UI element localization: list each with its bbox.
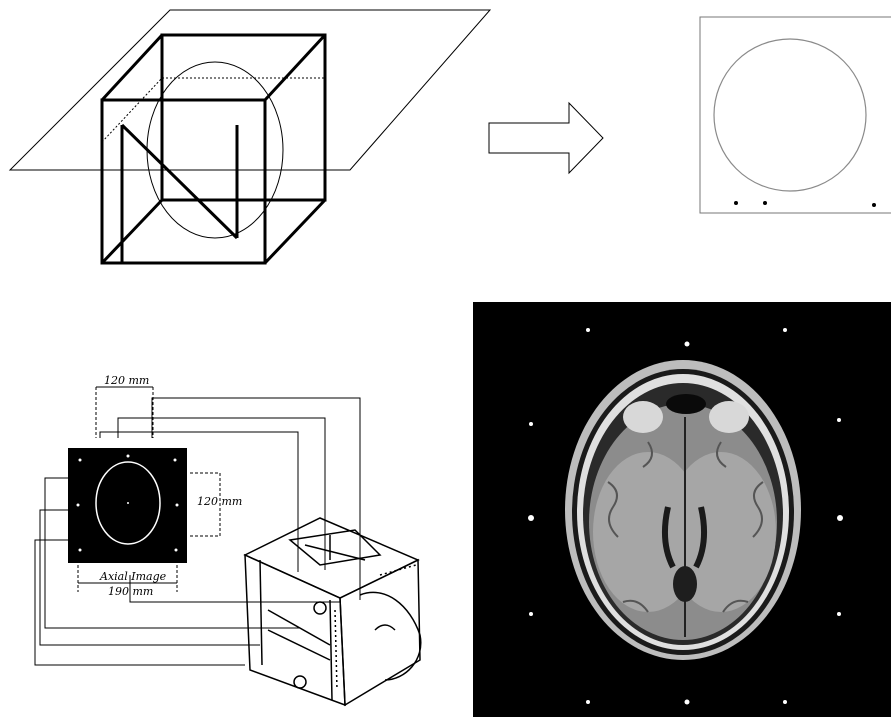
diagram-shape: [837, 612, 841, 616]
n-rod-diagonal: [122, 125, 237, 238]
right-arrow-icon: [489, 103, 603, 173]
orbit-right: [709, 401, 749, 433]
label-bottom-width: 190 mm: [108, 585, 153, 598]
diagram-shape: [783, 700, 787, 704]
axial-image-square: [68, 448, 187, 563]
fiducial-dot: [734, 201, 738, 205]
diagram-shape: [340, 560, 420, 705]
fiducial-dot: [872, 203, 876, 207]
stereotactic-frame-illustration: 120 mm 120 mm: [0, 360, 470, 717]
diagram-shape: [127, 455, 130, 458]
diagram-shape: [335, 610, 337, 690]
diagram-shape: [245, 518, 418, 598]
label-axial-image: Axial Image: [99, 570, 167, 583]
label-top-width: 120 mm: [104, 374, 149, 387]
diagram-shape: [685, 342, 690, 347]
diagram-shape: [666, 394, 706, 414]
diagram-shape: [529, 612, 533, 616]
diagram-shape: [586, 328, 590, 332]
localizer-cube-diagram: [0, 0, 500, 270]
diagram-shape: [294, 676, 306, 688]
slice-result-diagram: [690, 5, 891, 220]
fiducial-dot: [763, 201, 767, 205]
diagram-shape: [685, 700, 690, 705]
head-ellipse: [147, 62, 283, 238]
diagram-shape: [783, 328, 787, 332]
diagram-shape: [314, 602, 326, 614]
slice-circle: [714, 39, 866, 191]
diagram-shape: [265, 200, 325, 263]
slice-frame: [700, 17, 891, 213]
diagram-shape: [837, 418, 841, 422]
diagram-shape: [290, 530, 380, 565]
diagram-shape: [102, 35, 162, 100]
diagram-shape: [268, 630, 330, 660]
process-arrow: [480, 95, 610, 175]
diagram-shape: [529, 422, 533, 426]
label-right-height: 120 mm: [197, 495, 242, 508]
mri-axial-scan: [473, 302, 891, 717]
diagram-shape: [79, 459, 82, 462]
diagram-shape: [673, 566, 697, 602]
diagram-shape: [528, 515, 534, 521]
diagram-shape: [305, 545, 365, 560]
diagram-shape: [127, 502, 129, 504]
diagram-shape: [260, 560, 262, 665]
diagram-shape: [102, 200, 162, 263]
frame-body: [245, 518, 421, 705]
diagram-shape: [79, 549, 82, 552]
diagram-shape: [360, 592, 421, 680]
diagram-shape: [265, 35, 325, 100]
diagram-shape: [174, 459, 177, 462]
diagram-shape: [175, 549, 178, 552]
diagram-shape: [102, 78, 162, 142]
orbit-left: [623, 401, 663, 433]
diagram-shape: [837, 515, 843, 521]
diagram-shape: [586, 700, 590, 704]
diagram-shape: [330, 600, 332, 700]
diagram-shape: [77, 504, 80, 507]
diagram-shape: [176, 504, 179, 507]
diagram-shape: [375, 625, 395, 630]
